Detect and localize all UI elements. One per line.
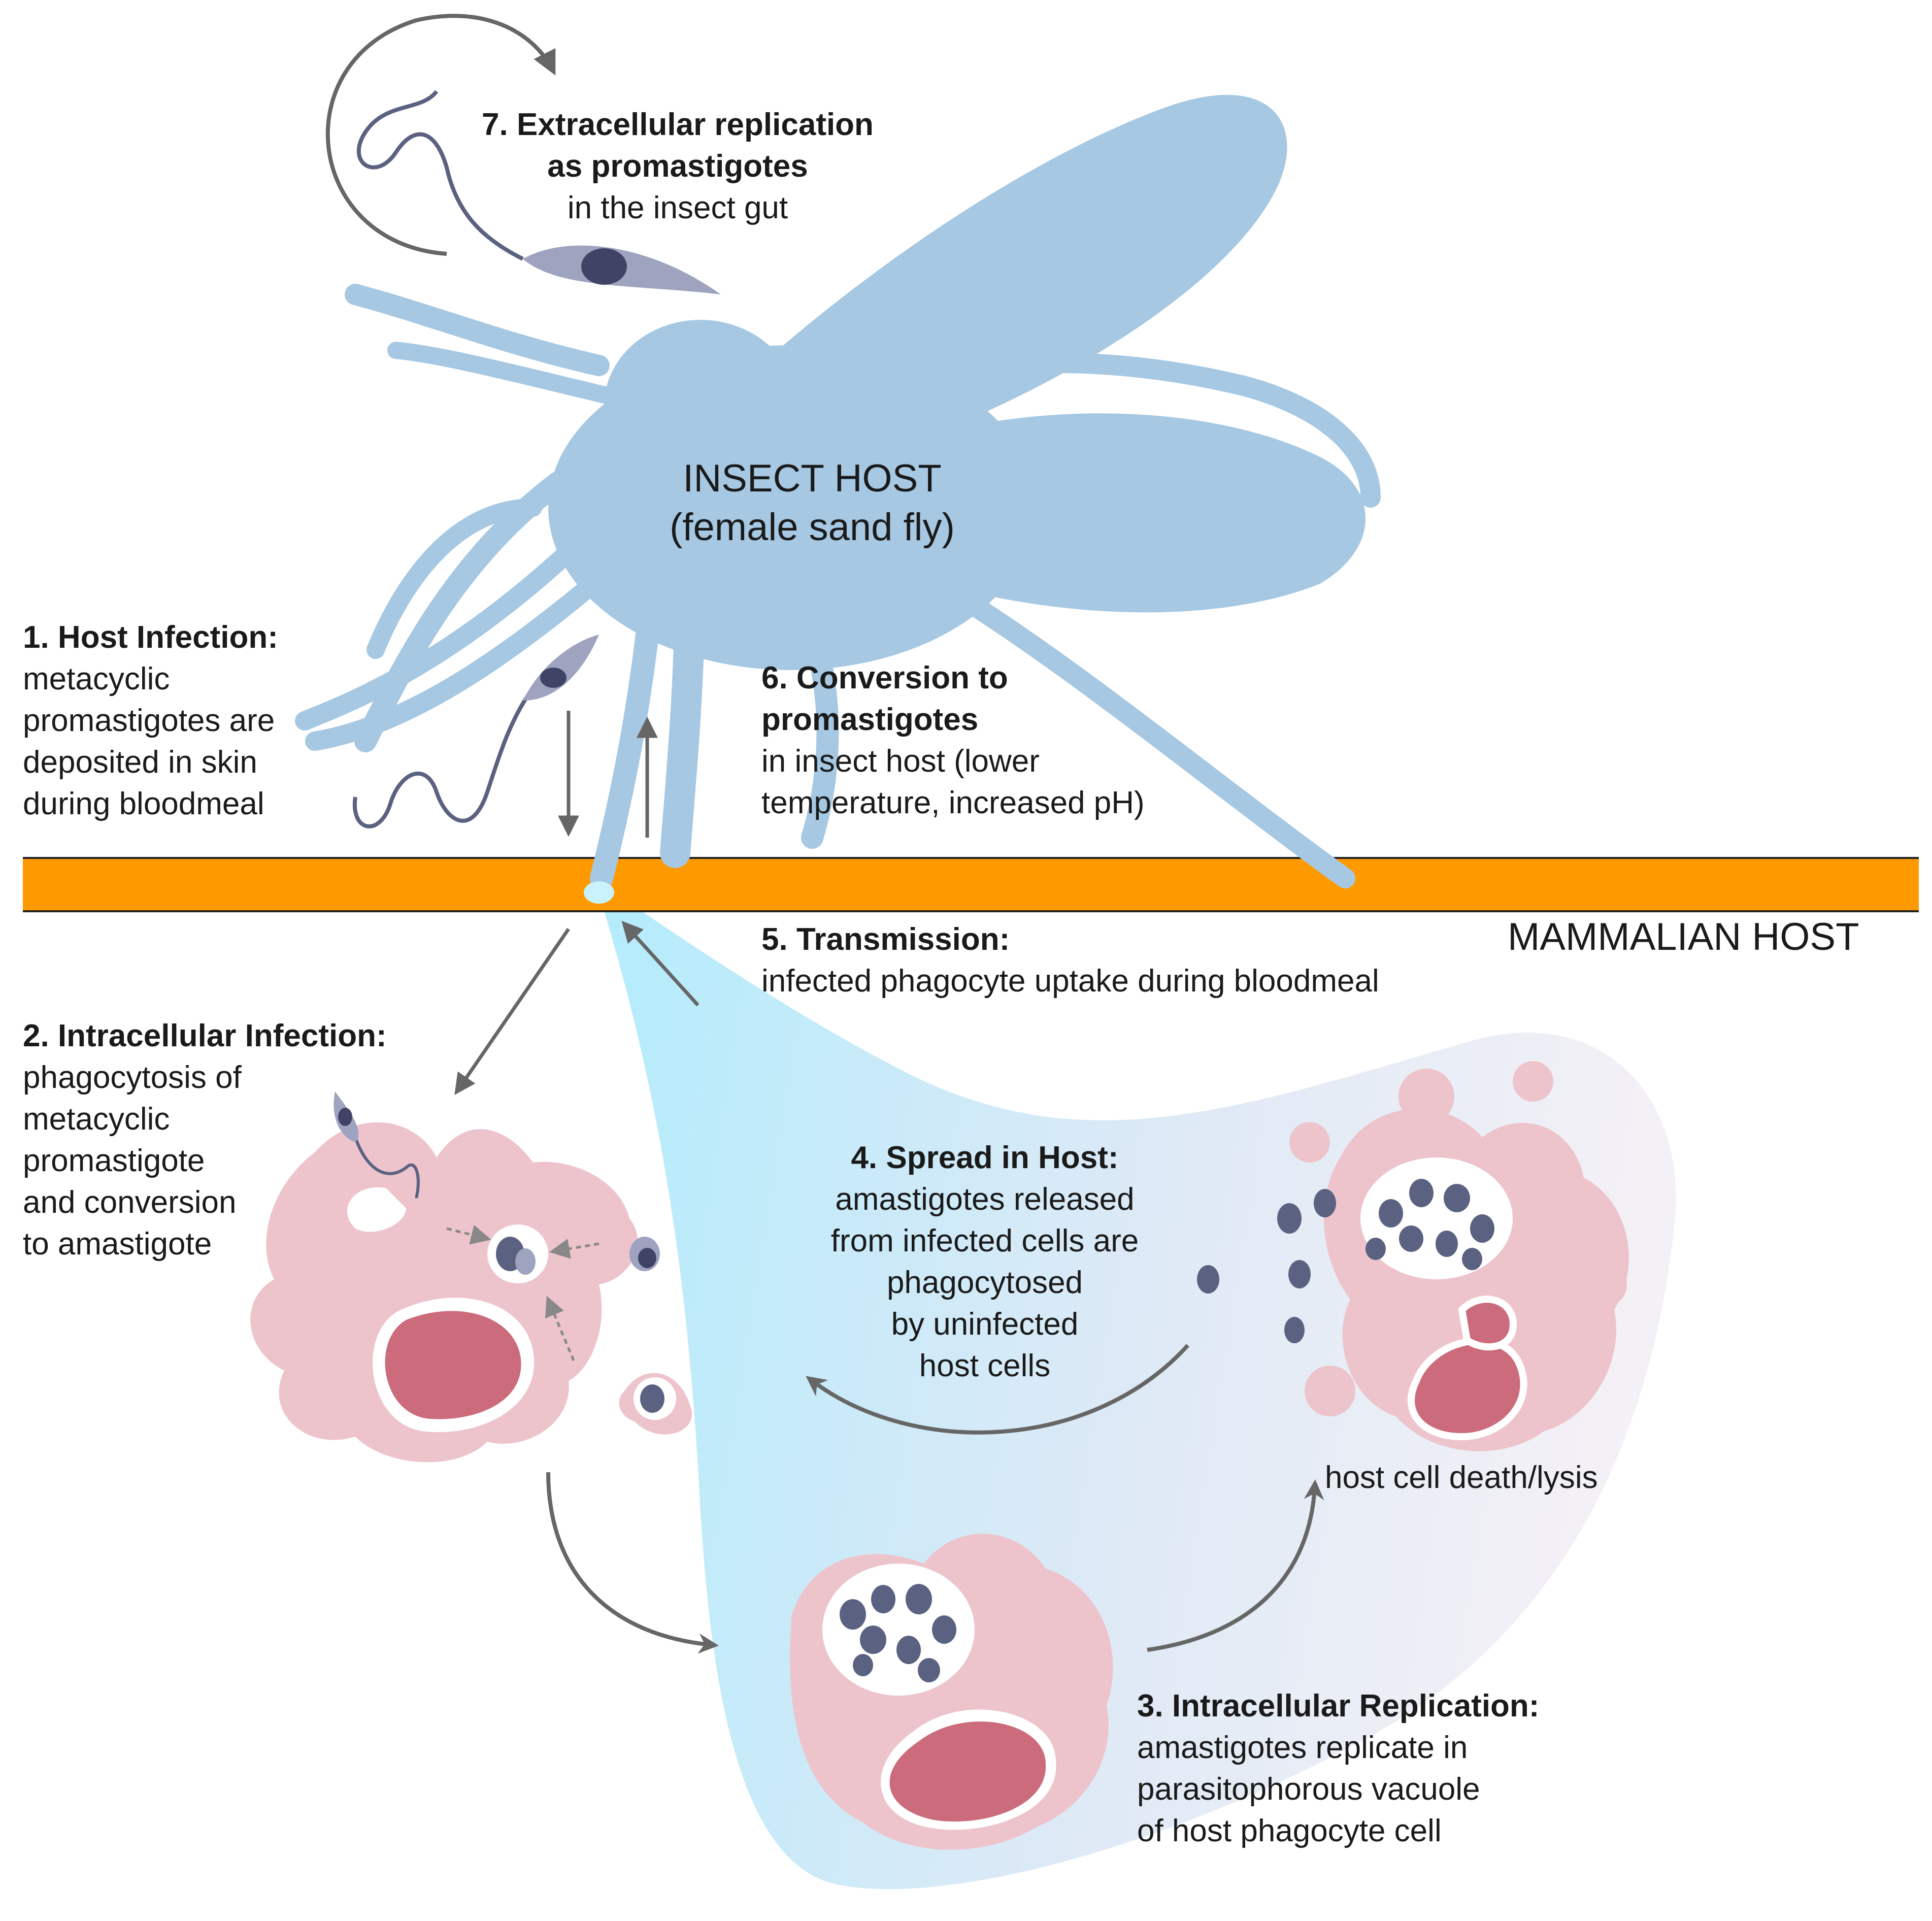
promastigote-gut: [357, 90, 721, 294]
phagocyte-infecting: [250, 1091, 638, 1463]
step-5-label: 5. Transmission: infected phagocyte upta…: [761, 919, 1472, 1002]
step-2-label: 2. Intracellular Infection: phagocytosis…: [23, 1015, 480, 1265]
step-7-body: in the insect gut: [567, 190, 788, 225]
to-replication-arrow: [546, 1472, 719, 1654]
step-3-body: amastigotes replicate in parasitophorous…: [1137, 1730, 1480, 1848]
to-lysis-arrow: [1147, 1479, 1324, 1652]
step-7-label: 7. Extracellular replication as promasti…: [437, 104, 919, 229]
insect-host-line1: INSECT HOST: [683, 457, 942, 500]
sand-fly-silhouette: [295, 94, 1381, 890]
step-3-title: 3. Intracellular Replication:: [1137, 1688, 1540, 1724]
step-5-title: 5. Transmission:: [761, 922, 1010, 957]
step-2-body: phagocytosis of metacyclic promastigote …: [23, 1060, 242, 1262]
insect-host-label: INSECT HOST (female sand fly): [609, 454, 1015, 552]
step-2-title: 2. Intracellular Infection:: [23, 1018, 387, 1053]
step-4-body: amastigotes released from infected cells…: [830, 1182, 1139, 1383]
skin-band: [23, 858, 1919, 911]
phagocyte-replicating: [790, 1534, 1113, 1850]
step-4-title: 4. Spread in Host:: [851, 1140, 1119, 1175]
step-1-label: 1. Host Infection: metacyclic promastigo…: [23, 617, 378, 825]
spread-arrow: [806, 1344, 1189, 1435]
step-3-label: 3. Intracellular Replication: amastigote…: [1137, 1685, 1645, 1852]
step-6-body: in insect host (lower temperature, incre…: [761, 744, 1145, 820]
step-1-title: 1. Host Infection:: [23, 620, 278, 655]
proboscis-tip: [584, 881, 614, 904]
to-intracellular-arrow: [454, 928, 570, 1095]
step-4-label: 4. Spread in Host: amastigotes released …: [782, 1137, 1188, 1387]
host-cell-death-text: host cell death/lysis: [1325, 1460, 1598, 1495]
mammalian-host-text: MAMMALIAN HOST: [1508, 915, 1859, 958]
transmission-arrow: [621, 920, 699, 1007]
step-7-title: 7. Extracellular replication as promasti…: [482, 107, 874, 184]
phagocyte-lysing: [1197, 1061, 1629, 1451]
promastigote-deposited: [352, 635, 599, 829]
step-5-body: infected phagocyte uptake during bloodme…: [761, 964, 1379, 999]
step-6-label: 6. Conversion to promastigotes in insect…: [761, 657, 1218, 824]
step-6-title: 6. Conversion to promastigotes: [761, 660, 1008, 737]
host-cell-death-label: host cell death/lysis: [1325, 1457, 1731, 1499]
step-1-body: metacyclic promastigotes are deposited i…: [23, 661, 275, 821]
free-amastigotes-step2: [619, 1237, 692, 1435]
insect-host-line2: (female sand fly): [670, 506, 955, 549]
replication-loop-arrow: [325, 14, 556, 256]
mammalian-host-label: MAMMALIAN HOST: [1508, 913, 1924, 962]
